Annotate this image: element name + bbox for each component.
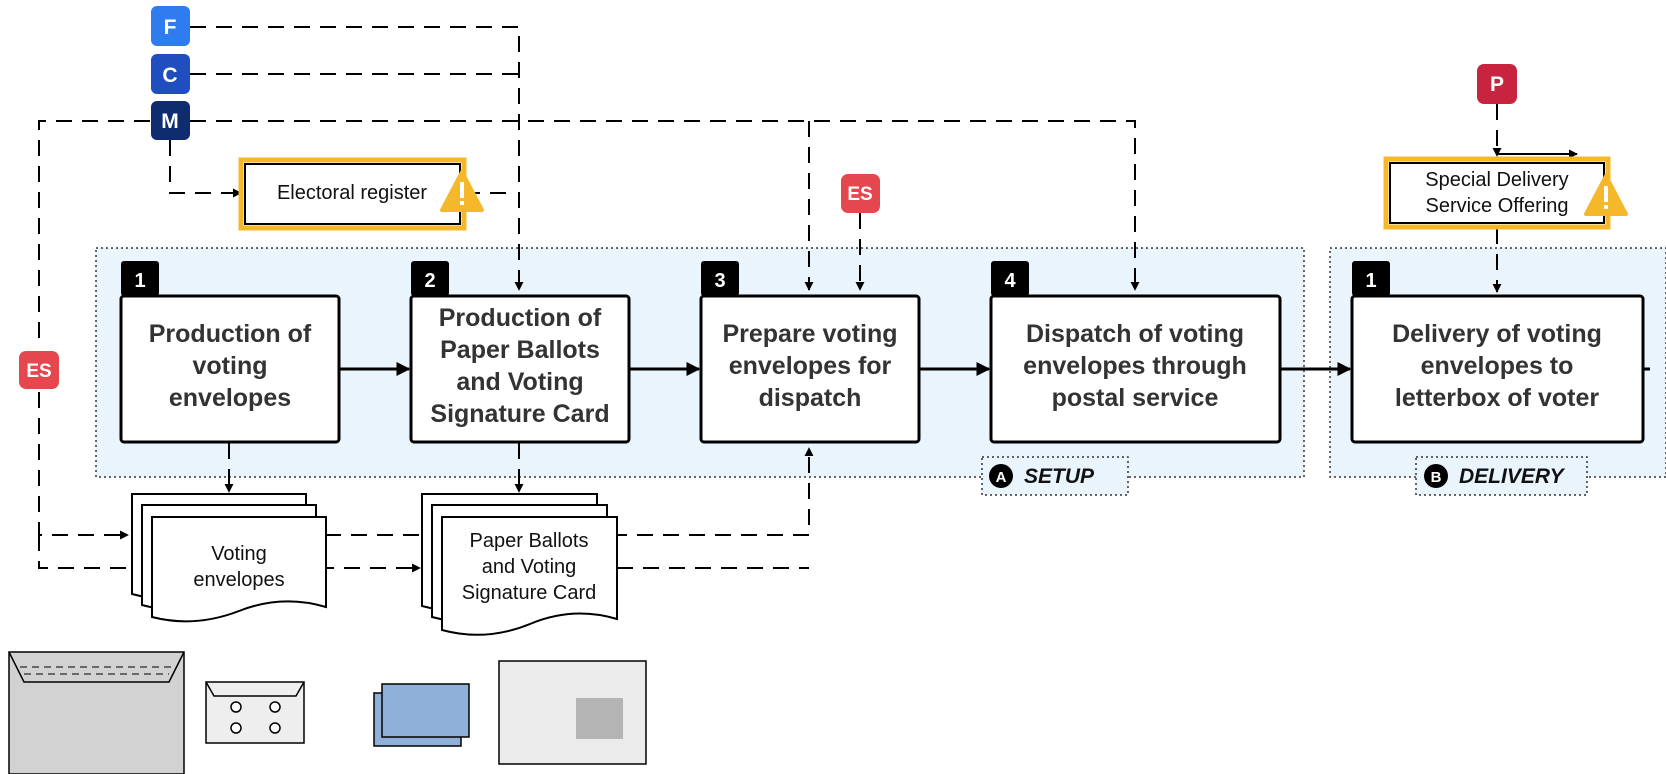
special-delivery-input: Special Delivery Service Offering	[1383, 156, 1628, 230]
step-title-line: Signature Card	[430, 400, 609, 428]
step-title-line: voting	[193, 352, 268, 380]
process-step-delivery-letterbox: 1 Delivery of voting envelopes to letter…	[1350, 261, 1645, 444]
actor-badge-es-mid: ES	[841, 174, 880, 213]
actor-badge-es-left: ES	[19, 351, 59, 389]
electoral-register-label: Electoral register	[277, 182, 427, 204]
process-step-3-prepare-dispatch: 3 Prepare voting envelopes for dispatch	[699, 261, 921, 444]
document-label-line: and Voting	[482, 556, 577, 578]
step-number: 1	[1365, 270, 1376, 292]
svg-text:F: F	[164, 16, 177, 39]
ballots-document: Paper Ballots and Voting Signature Card	[421, 493, 618, 636]
svg-text:ES: ES	[847, 184, 872, 205]
warning-icon	[1584, 174, 1628, 216]
step-title-line: Prepare voting	[722, 320, 897, 348]
document-label-line: envelopes	[193, 569, 284, 591]
step-title-line: Dispatch of voting	[1026, 320, 1244, 348]
step-title-line: envelopes	[169, 384, 291, 412]
step-title-line: envelopes to	[1421, 352, 1574, 380]
process-step-4-dispatch-postal: 4 Dispatch of voting envelopes through p…	[989, 261, 1282, 444]
document-label-line: Paper Ballots	[470, 530, 589, 552]
process-step-1-production-envelopes: 1 Production of voting envelopes	[119, 261, 341, 444]
step-number: 3	[714, 270, 725, 292]
step-title-line: Production of	[149, 320, 312, 348]
step-title-line: and Voting	[456, 368, 583, 396]
step-title-line: postal service	[1052, 384, 1219, 412]
process-step-2-production-ballots: 2 Production of Paper Ballots and Voting…	[409, 261, 631, 444]
special-delivery-label-line2: Service Offering	[1425, 195, 1568, 217]
actor-badge-p: P	[1477, 64, 1517, 104]
step-number: 4	[1004, 270, 1016, 292]
step-title-line: envelopes through	[1023, 352, 1247, 380]
step-title-line: Paper Ballots	[440, 336, 600, 364]
svg-text:C: C	[162, 64, 177, 87]
svg-text:M: M	[161, 110, 179, 133]
step-title-line: envelopes for	[729, 352, 892, 380]
electoral-register-input: Electoral register	[238, 157, 484, 231]
phase-letter: A	[996, 469, 1007, 486]
warning-icon	[440, 170, 484, 212]
step-title-line: Production of	[439, 304, 602, 332]
window-envelope-icon	[205, 681, 305, 744]
phase-name: SETUP	[1024, 465, 1095, 488]
svg-text:ES: ES	[26, 361, 51, 382]
step-number: 1	[134, 270, 145, 292]
document-label-line: Signature Card	[462, 582, 597, 604]
step-number: 2	[424, 270, 435, 292]
phase-letter: B	[1431, 469, 1442, 486]
phase-name: DELIVERY	[1459, 465, 1566, 488]
step-title-line: Delivery of voting	[1392, 320, 1602, 348]
ballot-cards-icon	[373, 683, 470, 747]
outer-envelope-icon	[8, 651, 185, 774]
actor-badge-c: C	[151, 54, 190, 94]
document-label-line: Voting	[211, 543, 267, 565]
actor-badge-f: F	[151, 6, 190, 46]
step-title-line: letterbox of voter	[1395, 384, 1599, 412]
actor-badge-m: M	[151, 101, 190, 140]
svg-text:P: P	[1490, 73, 1504, 96]
step-title-line: dispatch	[759, 384, 862, 412]
delivery-phase-label: B DELIVERY	[1415, 456, 1588, 496]
special-delivery-label-line1: Special Delivery	[1425, 169, 1568, 191]
setup-phase-label: A SETUP	[981, 456, 1129, 496]
voting-envelopes-document: Voting envelopes	[131, 493, 327, 623]
signature-card-icon	[498, 660, 647, 765]
